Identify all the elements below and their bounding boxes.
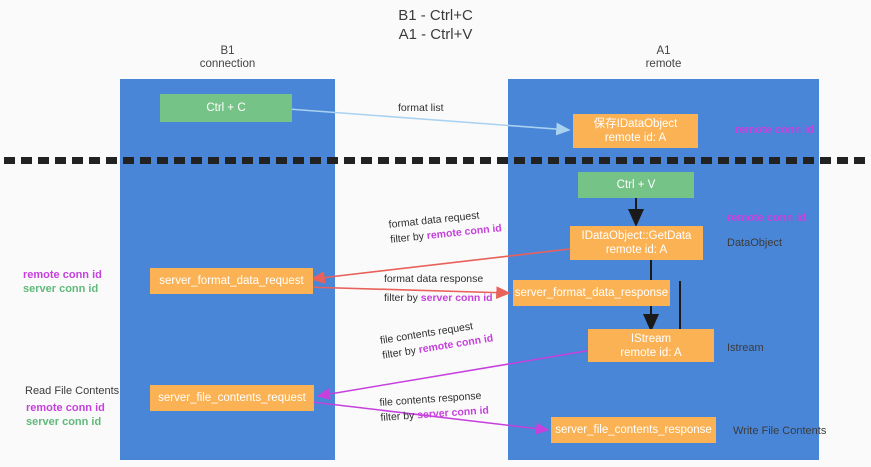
node-server-file-contents-request[interactable]: server_file_contents_request <box>150 385 314 411</box>
edge-label-format-data-response: format data response filter by server co… <box>384 272 493 306</box>
filter-prefix: filter by <box>384 292 421 304</box>
node-server-format-data-response-label: server_format_data_response <box>514 287 669 299</box>
node-ctrl-v[interactable]: Ctrl + V <box>578 172 694 198</box>
node-ctrl-v-label: Ctrl + V <box>616 179 656 191</box>
edge-label-format-data-request: format data request filter by remote con… <box>388 206 503 248</box>
node-ctrl-c-label: Ctrl + C <box>206 102 246 114</box>
edge-label-format-data-response-line2: filter by server conn id <box>384 291 493 306</box>
node-idataobject-getdata-subtitle: remote id: A <box>605 244 668 256</box>
swimlane-a1-name: A1 <box>656 45 671 57</box>
swimlane-header-b1: B1 connection <box>120 45 335 71</box>
node-server-format-data-response[interactable]: server_format_data_response <box>513 280 670 306</box>
annotation-left-server-conn-id-1: server conn id <box>23 283 99 295</box>
edge-label-file-contents-request: file contents request filter by remote c… <box>379 316 494 363</box>
edge-label-format-list-text: format list <box>398 102 444 114</box>
node-istream-label: IStream <box>630 332 672 345</box>
swimlane-header-a1: A1 remote <box>508 45 819 71</box>
node-server-file-contents-request-label: server_file_contents_request <box>158 392 306 404</box>
filter-prefix: filter by <box>389 230 428 246</box>
title-line-2: A1 - Ctrl+V <box>398 26 473 43</box>
node-save-idataobject-subtitle: remote id: A <box>604 132 667 144</box>
annotation-read-file-contents: Read File Contents <box>25 385 120 397</box>
swimlane-b1-name: B1 <box>220 45 235 57</box>
edge-label-file-contents-response: file contents response filter by server … <box>379 388 489 425</box>
page-title: B1 - Ctrl+C A1 - Ctrl+V <box>0 6 871 44</box>
annotation-remote-conn-id-mid: remote conn id <box>727 212 806 224</box>
annotation-left-remote-conn-id-1: remote conn id <box>23 269 102 281</box>
node-idataobject-getdata[interactable]: IDataObject::GetData remote id: A <box>570 226 703 260</box>
edge-label-format-data-response-line1: format data response <box>384 273 484 285</box>
node-server-file-contents-response[interactable]: server_file_contents_response <box>551 417 716 443</box>
annotation-left-server-conn-id-2: server conn id <box>26 416 102 428</box>
title-line-1: B1 - Ctrl+C <box>398 7 473 24</box>
annotation-istream: Istream <box>727 342 764 354</box>
node-istream-subtitle: remote id: A <box>620 346 682 359</box>
annotation-left-remote-conn-id-2: remote conn id <box>26 402 105 414</box>
node-server-file-contents-response-label: server_file_contents_response <box>555 424 712 436</box>
node-save-idataobject[interactable]: 保存IDataObject remote id: A <box>573 114 698 148</box>
node-idataobject-getdata-label: IDataObject::GetData <box>581 230 692 242</box>
node-istream[interactable]: IStream remote id: A <box>588 329 714 362</box>
node-ctrl-c[interactable]: Ctrl + C <box>160 94 292 122</box>
node-server-format-data-request-label: server_format_data_request <box>159 275 304 287</box>
node-server-format-data-request[interactable]: server_format_data_request <box>150 268 313 294</box>
phase-divider <box>4 157 867 164</box>
annotation-remote-conn-id-top: remote conn id <box>735 124 814 136</box>
filter-key-server-conn-id: server conn id <box>420 292 493 304</box>
annotation-write-file-contents: Write File Contents <box>733 425 827 437</box>
node-save-idataobject-label: 保存IDataObject <box>593 118 678 130</box>
filter-key-server-conn-id: server conn id <box>416 404 490 422</box>
annotation-dataobject: DataObject <box>727 237 783 249</box>
swimlane-a1-sub: remote <box>645 58 682 70</box>
filter-prefix: filter by <box>380 409 418 424</box>
swimlane-b1-sub: connection <box>199 58 256 70</box>
edge-label-format-list: format list <box>398 101 444 116</box>
